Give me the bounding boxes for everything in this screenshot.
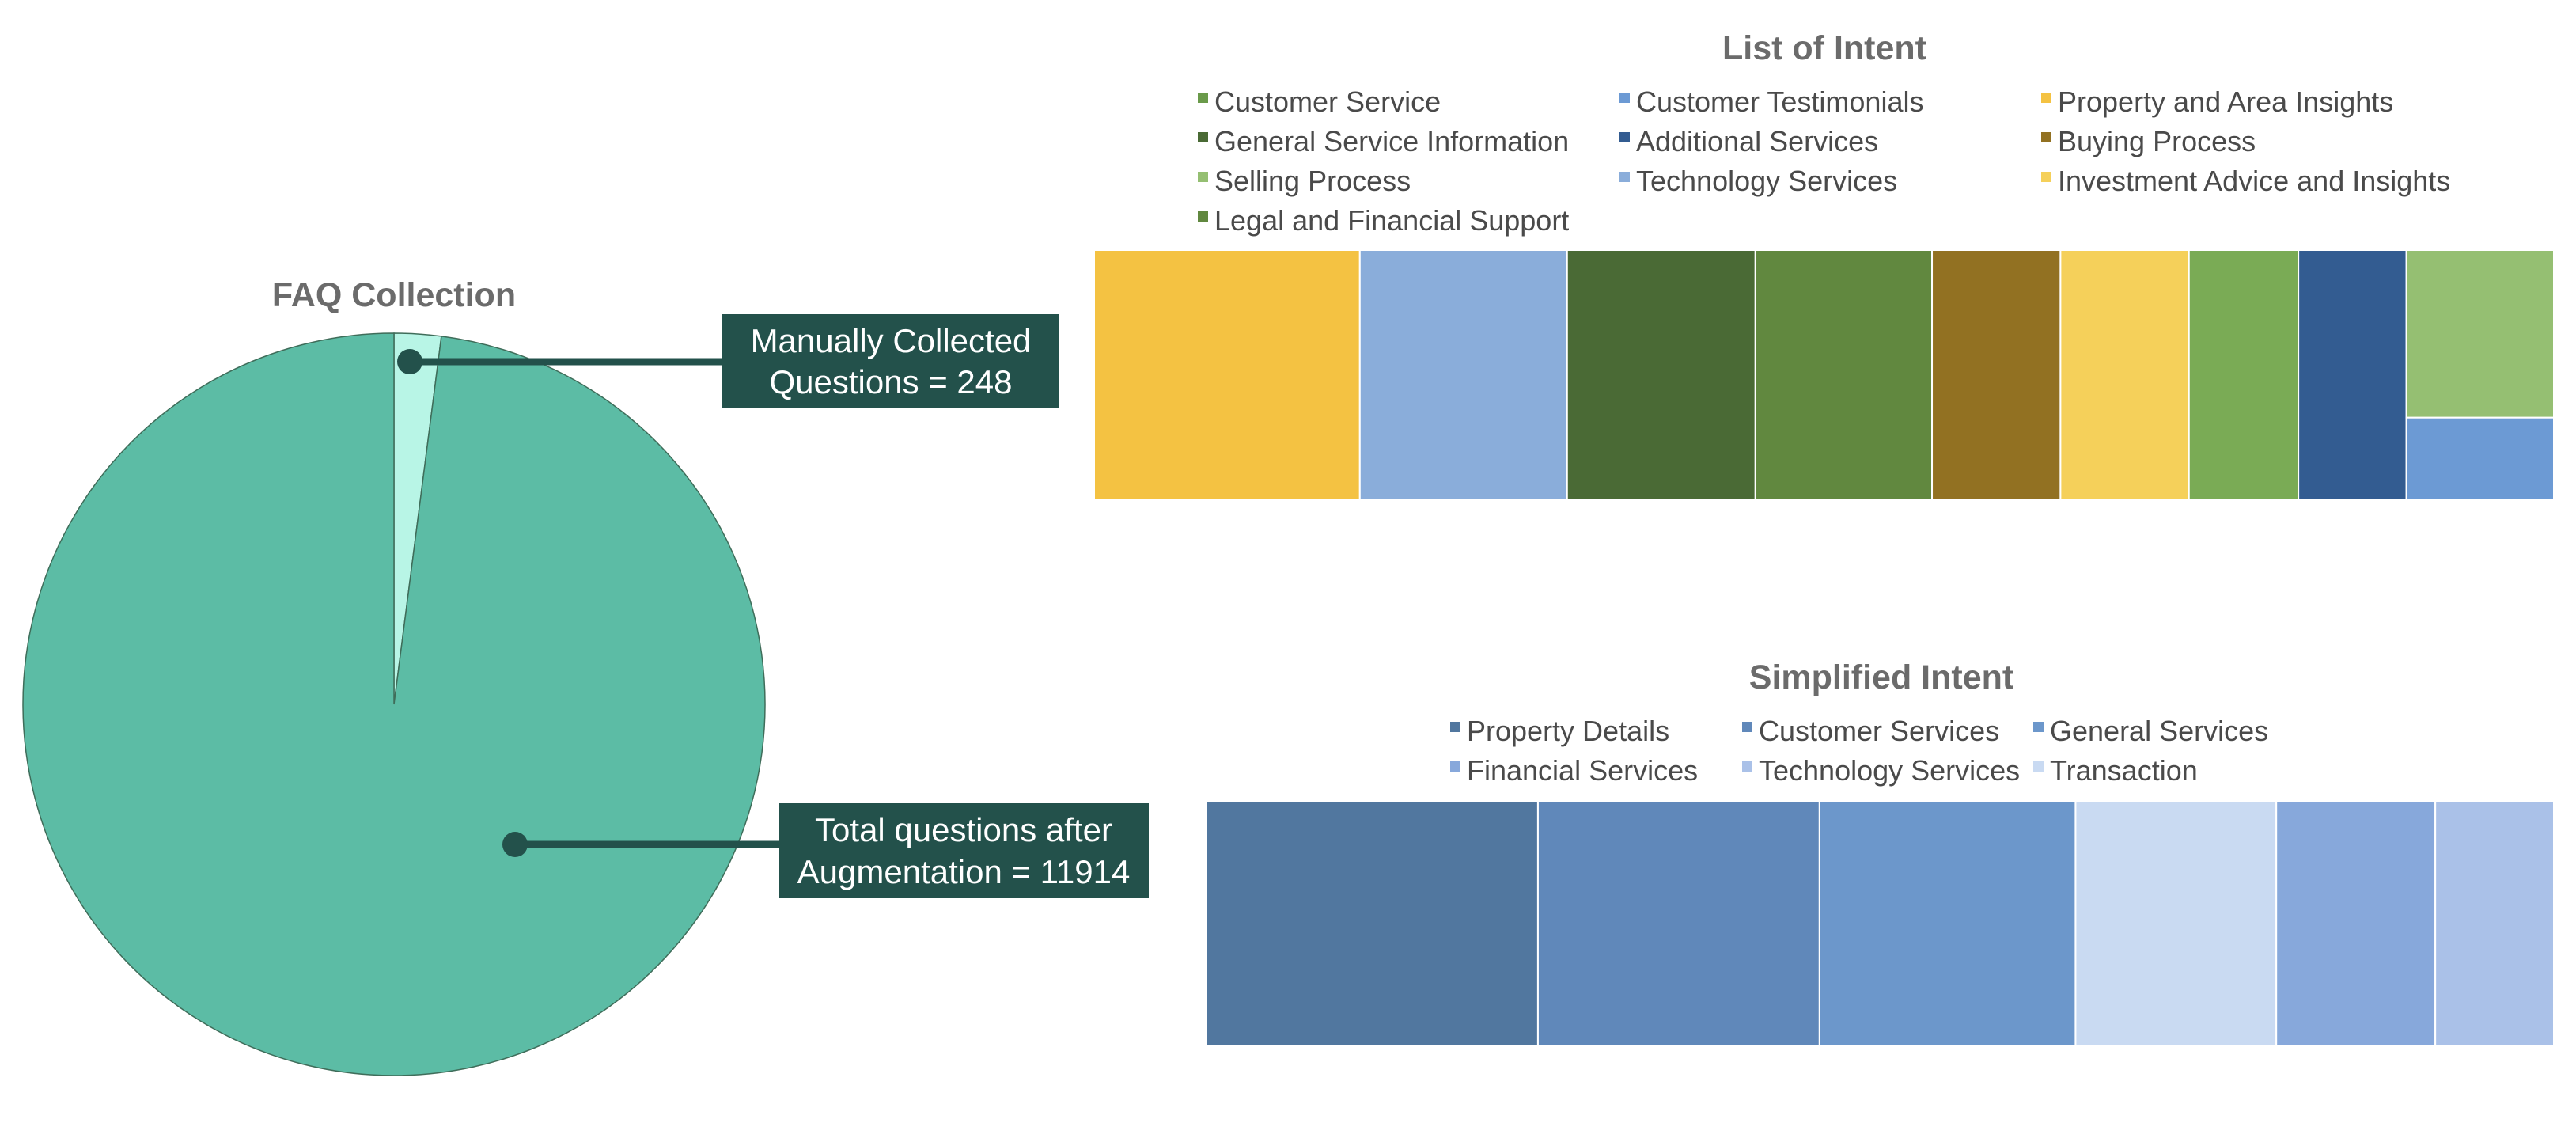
simplified-title: Simplified Intent — [1749, 658, 2013, 696]
intent-legend-label-8: Investment Advice and Insights — [2058, 165, 2450, 197]
pie-slice-1 — [22, 332, 766, 1076]
simplified-bar-0-0 — [1206, 800, 1539, 1047]
simplified-legend-swatch-5 — [2033, 761, 2044, 772]
simplified-legend: Property Details Customer Services General… — [1450, 715, 2268, 787]
simplified-legend-swatch-0 — [1450, 722, 1460, 732]
intent-legend-swatch-6 — [1198, 172, 1208, 182]
intent-title: List of Intent — [1722, 29, 1926, 67]
intent-legend-label-0: Customer Service — [1214, 85, 1441, 118]
intent-bar-7-0 — [2298, 249, 2407, 501]
simplified-bar-1-0 — [1536, 800, 1820, 1047]
faq-pie-chart: FAQ Collection Manually Collected Questi… — [22, 276, 1149, 1076]
intent-bar-8-0 — [2405, 249, 2555, 419]
simplified-legend-label-3: Financial Services — [1467, 754, 1698, 787]
intent-legend: Customer Service Customer Testimonials Pro… — [1198, 85, 2450, 237]
simplified-bar-4-0 — [2275, 800, 2437, 1047]
intent-bar-3-0 — [1754, 249, 1934, 501]
callout-manual-box — [722, 314, 1059, 408]
simplified-legend-swatch-4 — [1742, 761, 1752, 772]
intent-legend-swatch-3 — [1198, 132, 1208, 142]
intent-legend-swatch-7 — [1619, 172, 1630, 182]
simplified-legend-swatch-1 — [1742, 722, 1752, 732]
intent-legend-label-4: Additional Services — [1636, 125, 1878, 157]
simplified-legend-label-0: Property Details — [1467, 715, 1669, 747]
intent-legend-swatch-1 — [1619, 93, 1630, 103]
intent-legend-swatch-8 — [2041, 172, 2051, 182]
callout-augmented-box — [779, 803, 1149, 898]
callout-augmented: Total questions after Augmentation = 119… — [502, 803, 1149, 898]
simplified-legend-label-1: Customer Services — [1759, 715, 1999, 747]
simplified-bar-5-0 — [2434, 800, 2555, 1047]
simplified-bars — [1206, 800, 2555, 1047]
intent-bar-4-0 — [1931, 249, 2062, 501]
simplified-bar-3-0 — [2074, 800, 2278, 1047]
simplified-legend-label-2: General Services — [2050, 715, 2268, 747]
simplified-legend-label-5: Transaction — [2050, 754, 2198, 787]
intent-bar-0-0 — [1093, 249, 1361, 501]
intent-legend-label-7: Technology Services — [1636, 165, 1897, 197]
simplified-legend-label-4: Technology Services — [1759, 754, 2020, 787]
intent-bar-5-0 — [2059, 249, 2190, 501]
intent-legend-swatch-5 — [2041, 132, 2051, 142]
pie-slices — [22, 332, 766, 1076]
intent-bar-2-0 — [1566, 249, 1756, 501]
intent-bar-8-1 — [2405, 416, 2555, 501]
intent-legend-swatch-2 — [2041, 93, 2051, 103]
callout-manual-dot — [397, 349, 422, 374]
callout-manual-line1: Manually Collected — [751, 322, 1032, 359]
intent-bars — [1093, 249, 2555, 501]
callout-augmented-line1: Total questions after — [815, 811, 1112, 848]
callout-augmented-dot — [502, 832, 528, 857]
intent-legend-label-6: Selling Process — [1214, 165, 1411, 197]
pie-title: FAQ Collection — [272, 276, 516, 314]
intent-legend-swatch-0 — [1198, 93, 1208, 103]
intent-legend-swatch-4 — [1619, 132, 1630, 142]
intent-bar-6-0 — [2188, 249, 2300, 501]
callout-manual: Manually Collected Questions = 248 — [397, 314, 1059, 408]
intent-legend-label-3: General Service Information — [1214, 125, 1569, 157]
simplified-legend-swatch-3 — [1450, 761, 1460, 772]
intent-legend-swatch-9 — [1198, 211, 1208, 222]
callout-manual-line2: Questions = 248 — [769, 363, 1012, 400]
intent-legend-label-1: Customer Testimonials — [1636, 85, 1923, 118]
intent-legend-label-9: Legal and Financial Support — [1214, 204, 1569, 237]
intent-bar-1-0 — [1358, 249, 1568, 501]
simplified-intent-chart: Simplified Intent Property Details Custom… — [1206, 658, 2555, 1047]
intent-legend-label-2: Property and Area Insights — [2058, 85, 2393, 118]
simplified-legend-swatch-2 — [2033, 722, 2044, 732]
simplified-bar-2-0 — [1818, 800, 2077, 1047]
callout-augmented-line2: Augmentation = 11914 — [797, 853, 1131, 890]
intent-legend-label-5: Buying Process — [2058, 125, 2256, 157]
